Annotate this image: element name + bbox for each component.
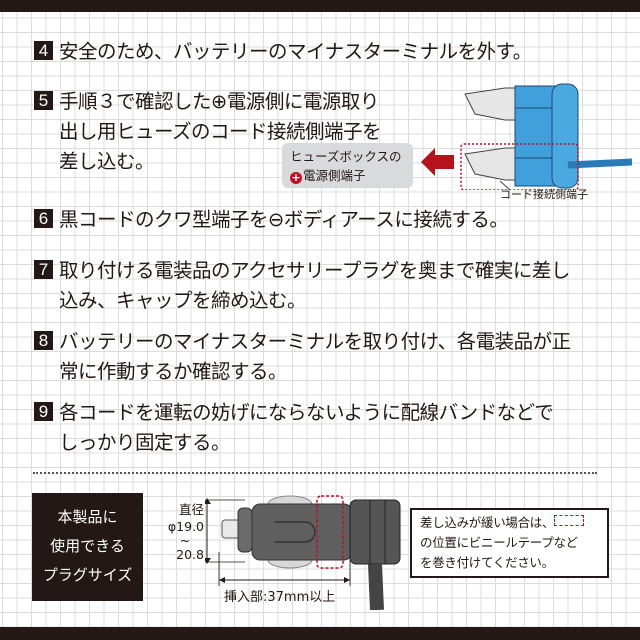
note-line1-row: 差し込みが緩い場合は、 <box>420 513 607 533</box>
left-arrow-icon <box>421 148 454 176</box>
plus-circle-icon: + <box>290 171 302 184</box>
plug-size-line2: 使用できる <box>50 537 125 555</box>
step-number: 4 <box>34 41 53 60</box>
fuse-illustration <box>460 83 633 190</box>
step-number: 6 <box>34 209 53 228</box>
diameter-min: φ19.0 <box>167 519 204 534</box>
diameter-label: 直径 φ19.0 ~ 20.8 <box>152 501 204 563</box>
step-number: 7 <box>34 260 53 279</box>
step-text: 黒コードのクワ型端子を⊖ボディアースに接続する。 <box>59 208 509 231</box>
step-5: 5 手順３で確認した⊕電源側に電源取り 出し用ヒューズのコード接続側端子を 差し… <box>34 87 382 177</box>
step-4: 4 安全のため、バッテリーのマイナスターミナルを外す。 <box>34 37 532 67</box>
step-number: 8 <box>34 331 53 350</box>
step-text: 安全のため、バッテリーのマイナスターミナルを外す。 <box>59 40 532 63</box>
step-text: 各コードを運転の妨げにならないように配線バンドなどで しっかり固定する。 <box>59 401 554 454</box>
step-number: 5 <box>34 91 53 110</box>
plug-size-line3: プラグサイズ <box>42 566 133 584</box>
bottom-bar <box>0 627 640 640</box>
dotted-divider <box>33 472 597 474</box>
fuse-box-terminal-label: ヒューズボックスの +電源側端子 <box>282 143 413 188</box>
diameter-title: 直径 <box>178 502 204 517</box>
step-text: バッテリーのマイナスターミナルを取り付け、各電装品が正 常に作動するか確認する。 <box>59 330 571 383</box>
note-box: 差し込みが緩い場合は、 の位置にビニールテープなど を巻き付けてください。 <box>410 508 609 578</box>
step-number: 9 <box>34 402 53 421</box>
note-line1: 差し込みが緩い場合は、 <box>420 515 555 530</box>
fuse-box-label-line2: 電源側端子 <box>303 168 366 183</box>
fuse-box-label-line1: ヒューズボックスの <box>290 149 402 164</box>
note-line2: の位置にビニールテープなど <box>420 535 578 550</box>
insert-length-label: 挿入部:37mm以上 <box>224 590 336 605</box>
step-6: 6 黒コードのクワ型端子を⊖ボディアースに接続する。 <box>34 205 509 235</box>
step-9: 9 各コードを運転の妨げにならないように配線バンドなどで しっかり固定する。 <box>34 398 554 458</box>
step-8: 8 バッテリーのマイナスターミナルを取り付け、各電装品が正 常に作動するか確認す… <box>34 327 571 387</box>
fuse-box-label-line2-row: +電源側端子 <box>290 166 413 185</box>
top-bar <box>0 0 640 12</box>
step-7: 7 取り付ける電装品のアクセサリープラグを奥まで確実に差し 込み、キャップを締め… <box>34 256 570 316</box>
diameter-separator: ~ <box>179 533 191 548</box>
note-line3: を巻き付けてください。 <box>420 555 554 570</box>
diameter-max: 20.8 <box>176 547 204 562</box>
red-dashed-box-icon <box>554 515 585 526</box>
cord-terminal-label: コード接続側端子 <box>500 188 588 201</box>
plug-size-heading: 本製品に 使用できる プラグサイズ <box>32 493 143 601</box>
step-text: 取り付ける電装品のアクセサリープラグを奥まで確実に差し 込み、キャップを締め込む… <box>59 259 570 312</box>
accessory-plug-illustration <box>205 495 401 610</box>
plug-size-line1: 本製品に <box>57 508 118 526</box>
step-text: 手順３で確認した⊕電源側に電源取り 出し用ヒューズのコード接続側端子を 差し込む… <box>59 90 382 173</box>
